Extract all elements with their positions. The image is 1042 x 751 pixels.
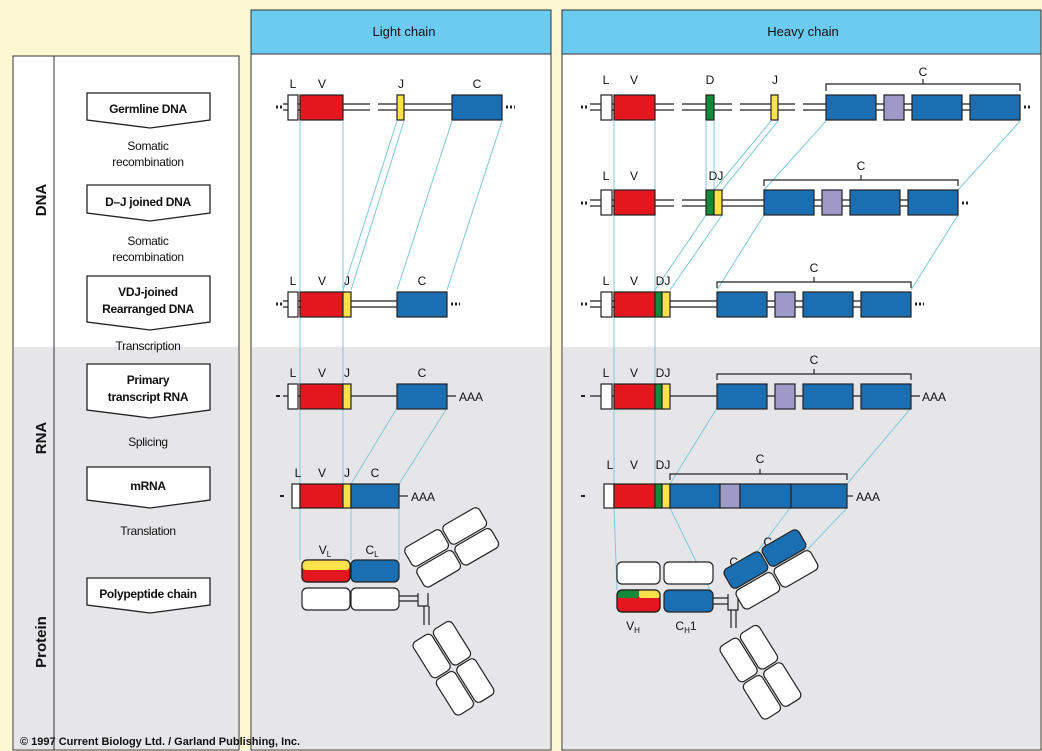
stage-box-vdj-joined-dna: VDJ-joined Rearranged DNA (86, 275, 211, 331)
svg-text:L: L (603, 169, 610, 183)
svg-text:Germline DNA: Germline DNA (109, 102, 187, 116)
step-somatic-recombination-1: Somatic recombination (112, 139, 184, 169)
svg-text:V: V (318, 274, 326, 288)
svg-text:DJ: DJ (656, 458, 671, 472)
light-chain-polypeptide: VL CL (301, 543, 400, 611)
svg-text:L: L (603, 274, 610, 288)
section-label-dna: DNA (33, 184, 50, 217)
heavy-dj-joined-dna: L V DJ C (581, 159, 970, 216)
svg-text:V: V (318, 77, 326, 91)
C-segment (451, 94, 503, 121)
stage-box-dj-joined-dna: D–J joined DNA (86, 184, 211, 222)
svg-text:C: C (371, 466, 380, 480)
light-chain-title: Light chain (373, 24, 436, 39)
heavy-mrna: L V DJ C AAA (581, 452, 880, 509)
svg-text:V: V (630, 366, 638, 380)
svg-text:J: J (772, 73, 778, 87)
copyright-credit: © 1997 Current Biology Ltd. / Garland Pu… (20, 736, 300, 748)
svg-text:recombination: recombination (112, 155, 183, 169)
svg-text:Somatic: Somatic (127, 234, 169, 248)
heavy-chain-header: Heavy chain (561, 9, 1042, 55)
svg-text:D–J joined DNA: D–J joined DNA (105, 195, 191, 209)
J-segment (396, 94, 405, 121)
svg-text:L: L (290, 274, 297, 288)
poly-a-tail: AAA (922, 390, 946, 404)
stage-box-polypeptide-chain: Polypeptide chain (86, 577, 211, 614)
svg-text:C: C (418, 274, 427, 288)
stage-box-primary-transcript-rna: Primary transcript RNA (86, 363, 211, 419)
heavy-germline-dna: L V D J C (581, 65, 1032, 121)
svg-text:J: J (344, 366, 350, 380)
svg-text:DJ: DJ (656, 274, 671, 288)
heavy-primary-transcript: L V DJ C AAA (581, 353, 946, 410)
light-chain-header: Light chain (250, 9, 552, 55)
svg-text:C: C (810, 353, 819, 367)
svg-text:V: V (318, 466, 326, 480)
poly-a-tail: AAA (411, 490, 435, 504)
step-translation: Translation (120, 524, 176, 538)
heavy-panel-antibody-schematic (713, 529, 819, 720)
svg-text:VL: VL (319, 543, 332, 559)
svg-text:J: J (344, 466, 350, 480)
section-label-protein: Protein (33, 616, 50, 668)
light-primary-transcript: L V J C AAA (276, 366, 483, 410)
svg-text:Polypeptide chain: Polypeptide chain (99, 587, 197, 601)
V-segment (299, 94, 344, 121)
svg-text:VDJ-joined: VDJ-joined (118, 285, 178, 299)
svg-text:C: C (473, 77, 482, 91)
svg-text:V: V (318, 366, 326, 380)
svg-text:CH1: CH1 (675, 619, 696, 635)
svg-text:C: C (857, 159, 866, 173)
heavy-chain-polypeptide: VH CH1 CH2 CH3 (616, 535, 785, 635)
svg-text:V: V (630, 458, 638, 472)
svg-text:Rearranged DNA: Rearranged DNA (102, 302, 194, 316)
svg-text:V: V (630, 274, 638, 288)
light-germline-dna: L V J C (276, 77, 515, 121)
svg-text:C: C (756, 452, 765, 466)
step-somatic-recombination-2: Somatic recombination (112, 234, 184, 264)
light-rearranged-dna: L V J C (276, 274, 460, 318)
svg-text:L: L (290, 366, 297, 380)
svg-text:VH: VH (626, 619, 640, 635)
svg-text:J: J (398, 77, 404, 91)
svg-text:D: D (706, 73, 715, 87)
svg-text:transcript RNA: transcript RNA (108, 390, 189, 404)
L-segment (287, 94, 299, 121)
stage-box-germline-dna: Germline DNA (86, 92, 211, 129)
svg-text:V: V (630, 73, 638, 87)
stage-box-mrna: mRNA (86, 466, 211, 509)
svg-text:Somatic: Somatic (127, 139, 169, 153)
svg-text:C: C (810, 261, 819, 275)
light-panel-antibody-schematic (399, 507, 500, 716)
svg-text:recombination: recombination (112, 250, 183, 264)
poly-a-tail: AAA (459, 390, 483, 404)
svg-text:L: L (603, 73, 610, 87)
protein-band (14, 532, 1040, 749)
svg-text:DJ: DJ (709, 169, 724, 183)
section-label-rna: RNA (33, 422, 50, 455)
heavy-rearranged-dna: L V DJ C (581, 261, 924, 318)
svg-text:L: L (295, 466, 302, 480)
svg-text:DJ: DJ (656, 366, 671, 380)
svg-text:L: L (603, 366, 610, 380)
rna-band (14, 347, 1040, 532)
svg-text:V: V (630, 169, 638, 183)
svg-text:L: L (607, 458, 614, 472)
poly-a-tail: AAA (856, 490, 880, 504)
light-mrna: L V J C AAA (280, 466, 435, 509)
step-transcription: Transcription (115, 339, 180, 353)
svg-text:J: J (344, 274, 350, 288)
step-splicing: Splicing (128, 435, 168, 449)
svg-text:L: L (290, 77, 297, 91)
heavy-chain-title: Heavy chain (767, 24, 839, 39)
svg-text:C: C (418, 366, 427, 380)
svg-text:CL: CL (365, 543, 379, 559)
svg-text:C: C (919, 65, 928, 79)
svg-text:Primary: Primary (127, 373, 170, 387)
svg-text:mRNA: mRNA (130, 479, 166, 493)
